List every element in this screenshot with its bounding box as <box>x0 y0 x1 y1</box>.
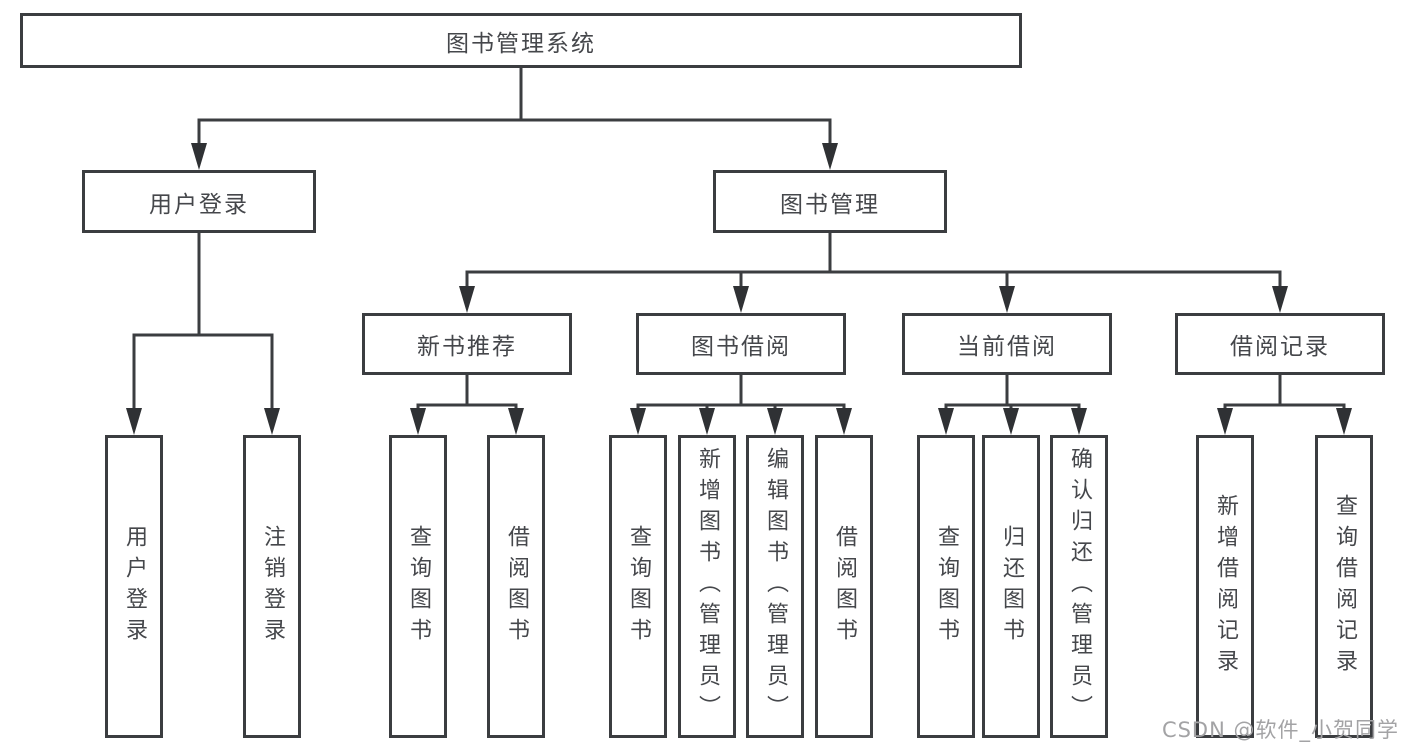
node-user-login: 用户登录 <box>82 170 316 233</box>
node-new-book-recommend: 新书推荐 <box>362 313 572 375</box>
leaf-label: 查询借阅记录 <box>1332 493 1357 680</box>
node-leaf-logout: 注销登录 <box>243 435 301 738</box>
leaf-label: 新增借阅记录 <box>1213 493 1238 680</box>
leaf-label: 查询图书 <box>626 524 651 649</box>
node-leaf-query-books-3: 查询图书 <box>917 435 975 738</box>
csdn-watermark: CSDN @软件_小贺同学 <box>1161 718 1399 742</box>
leaf-label: 查询图书 <box>406 524 431 649</box>
node-leaf-borrow-books-2: 借阅图书 <box>815 435 873 738</box>
node-book-borrow: 图书借阅 <box>636 313 846 375</box>
leaf-label: 用户登录 <box>122 524 147 649</box>
node-leaf-borrow-books-1: 借阅图书 <box>487 435 545 738</box>
node-leaf-query-borrow-record: 查询借阅记录 <box>1315 435 1373 738</box>
node-leaf-query-books-1: 查询图书 <box>389 435 447 738</box>
node-leaf-query-books-2: 查询图书 <box>609 435 667 738</box>
leaf-label: 借阅图书 <box>504 524 529 649</box>
leaf-label: 确认归还（管理员） <box>1067 447 1092 726</box>
node-leaf-user-login: 用户登录 <box>105 435 163 738</box>
leaf-label: 借阅图书 <box>832 524 857 649</box>
node-leaf-add-borrow-record: 新增借阅记录 <box>1196 435 1254 738</box>
leaf-label: 归还图书 <box>999 524 1024 649</box>
leaf-label: 查询图书 <box>934 524 959 649</box>
node-leaf-confirm-return-admin: 确认归还（管理员） <box>1050 435 1108 738</box>
leaf-label: 新增图书（管理员） <box>695 447 720 726</box>
node-borrow-records: 借阅记录 <box>1175 313 1385 375</box>
leaf-label: 注销登录 <box>260 524 285 649</box>
node-book-management: 图书管理 <box>713 170 947 233</box>
leaf-label: 编辑图书（管理员） <box>763 447 788 726</box>
node-current-borrow: 当前借阅 <box>902 313 1112 375</box>
node-root-library-system: 图书管理系统 <box>20 13 1022 68</box>
node-leaf-add-book-admin: 新增图书（管理员） <box>678 435 736 738</box>
node-leaf-edit-book-admin: 编辑图书（管理员） <box>746 435 804 738</box>
node-leaf-return-book: 归还图书 <box>982 435 1040 738</box>
